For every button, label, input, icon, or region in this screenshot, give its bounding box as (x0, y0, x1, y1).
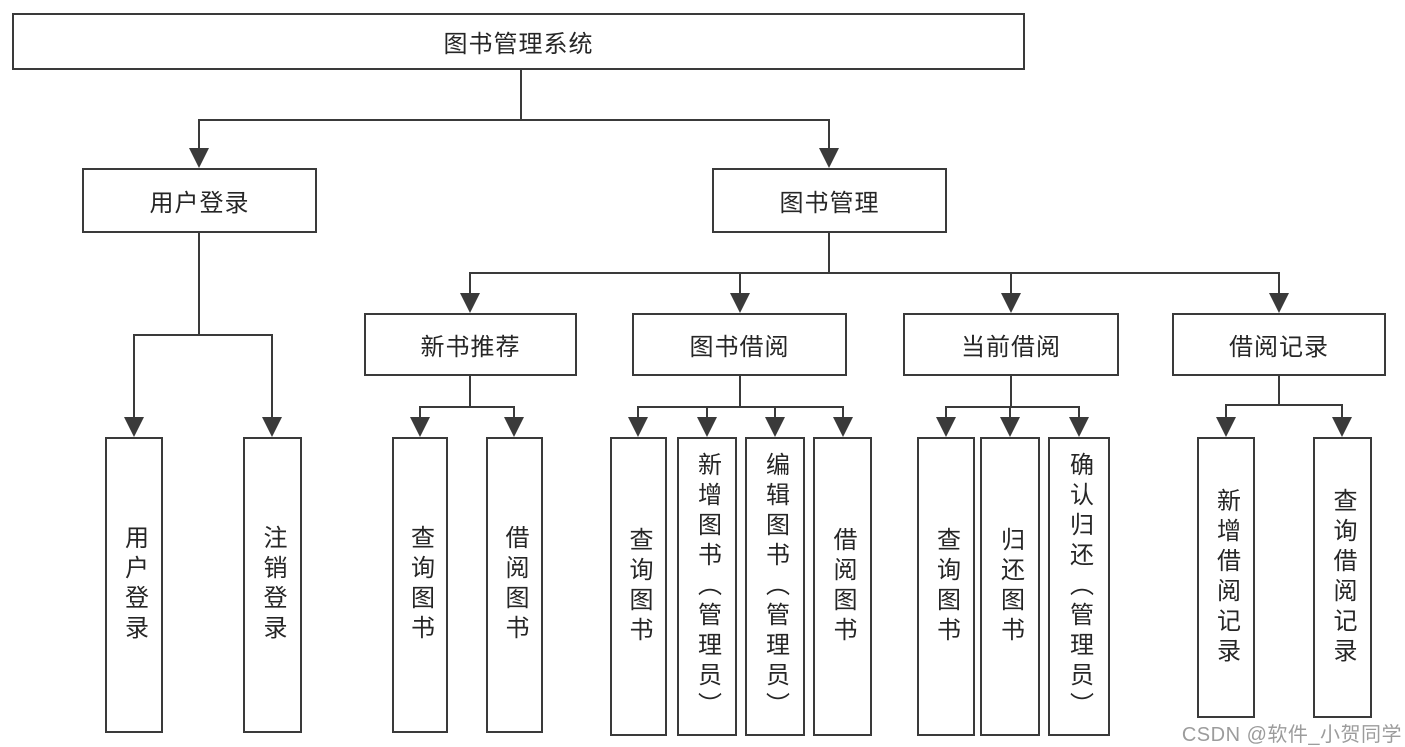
leaf-label: 新增图书（管理员） (693, 451, 721, 722)
connector-hline (469, 272, 1280, 274)
arrowhead-icon (1269, 293, 1289, 313)
leaf-borrow-books-borrowing: 借阅图书 (813, 437, 872, 736)
leaf-confirm-return-admin: 确认归还（管理员） (1048, 437, 1110, 736)
connector-vline (198, 121, 200, 153)
node-book-borrowing: 图书借阅 (632, 313, 847, 376)
arrowhead-icon (730, 293, 750, 313)
connector-vline (198, 233, 200, 334)
arrowhead-icon (124, 417, 144, 437)
connector-vline (1341, 406, 1343, 419)
connector-vline (1278, 274, 1280, 295)
connector-vline (1010, 274, 1012, 295)
leaf-user-login: 用户登录 (105, 437, 163, 733)
connector-vline (739, 274, 741, 295)
connector-vline (828, 121, 830, 153)
connector-vline (513, 408, 515, 419)
leaf-label: 查询借阅记录 (1329, 487, 1356, 668)
connector-vline (1225, 406, 1227, 419)
leaf-add-borrow-record: 新增借阅记录 (1197, 437, 1255, 718)
connector-vline (842, 408, 844, 419)
leaf-label: 查询图书 (625, 526, 652, 647)
arrowhead-icon (189, 148, 209, 168)
leaf-add-book-admin: 新增图书（管理员） (677, 437, 737, 736)
leaf-label: 借阅图书 (829, 526, 856, 647)
connector-vline (271, 336, 273, 422)
arrowhead-icon (819, 148, 839, 168)
leaf-query-borrow-record: 查询借阅记录 (1313, 437, 1372, 718)
connector-vline (469, 274, 471, 295)
leaf-edit-book-admin: 编辑图书（管理员） (745, 437, 805, 736)
connector-vline (1009, 408, 1011, 419)
arrowhead-icon (765, 417, 785, 437)
node-book-management: 图书管理 (712, 168, 947, 233)
leaf-label: 用户登录 (120, 525, 148, 645)
connector-vline (419, 408, 421, 419)
connector-vline (706, 408, 708, 419)
connector-vline (133, 336, 135, 422)
leaf-query-books-current: 查询图书 (917, 437, 975, 736)
leaf-borrow-books-recommend: 借阅图书 (486, 437, 543, 733)
connector-hline (198, 119, 830, 121)
arrowhead-icon (262, 417, 282, 437)
node-label: 图书借阅 (689, 334, 790, 361)
leaf-label: 注销登录 (259, 525, 286, 645)
connector-vline (945, 408, 947, 419)
leaf-label: 编辑图书（管理员） (761, 451, 789, 722)
arrowhead-icon (1000, 417, 1020, 437)
leaf-label: 查询图书 (406, 525, 434, 645)
node-current-borrowing: 当前借阅 (903, 313, 1119, 376)
connector-hline (945, 406, 1080, 408)
connector-hline (637, 406, 844, 408)
node-label: 图书管理系统 (443, 31, 594, 58)
arrowhead-icon (833, 417, 853, 437)
connector-vline (1078, 408, 1080, 419)
connector-vline (469, 376, 471, 408)
node-label: 用户登录 (149, 190, 250, 217)
arrowhead-icon (1001, 293, 1021, 313)
connector-hline (419, 406, 515, 408)
arrowhead-icon (1216, 417, 1236, 437)
arrowhead-icon (628, 417, 648, 437)
connector-vline (828, 233, 830, 274)
node-label: 当前借阅 (961, 334, 1061, 361)
connector-vline (1010, 376, 1012, 408)
arrowhead-icon (410, 417, 430, 437)
leaf-query-books-recommend: 查询图书 (392, 437, 448, 733)
arrowhead-icon (936, 417, 956, 437)
node-label: 图书管理 (779, 190, 880, 217)
node-label: 借阅记录 (1229, 334, 1329, 361)
leaf-label: 借阅图书 (501, 525, 528, 645)
arrowhead-icon (1069, 417, 1089, 437)
node-user-login: 用户登录 (82, 168, 317, 233)
arrowhead-icon (1332, 417, 1352, 437)
leaf-label: 查询图书 (932, 526, 960, 647)
connector-vline (739, 376, 741, 408)
leaf-logout-login: 注销登录 (243, 437, 302, 733)
node-label: 新书推荐 (420, 334, 521, 361)
connector-vline (1278, 376, 1280, 406)
node-borrowing-records: 借阅记录 (1172, 313, 1386, 376)
arrowhead-icon (460, 293, 480, 313)
leaf-label: 确认归还（管理员） (1065, 451, 1093, 722)
connector-vline (637, 408, 639, 419)
connector-vline (774, 408, 776, 419)
node-library-system: 图书管理系统 (12, 13, 1025, 70)
leaf-label: 新增借阅记录 (1212, 487, 1240, 668)
node-new-book-recommendation: 新书推荐 (364, 313, 577, 376)
watermark: CSDN @软件_小贺同学 (1181, 724, 1402, 746)
leaf-return-books: 归还图书 (980, 437, 1040, 736)
leaf-label: 归还图书 (996, 526, 1024, 647)
arrowhead-icon (697, 417, 717, 437)
connector-vline (520, 70, 522, 119)
connector-hline (1225, 404, 1343, 406)
connector-hline (133, 334, 273, 336)
arrowhead-icon (504, 417, 524, 437)
leaf-query-books-borrowing: 查询图书 (610, 437, 667, 736)
